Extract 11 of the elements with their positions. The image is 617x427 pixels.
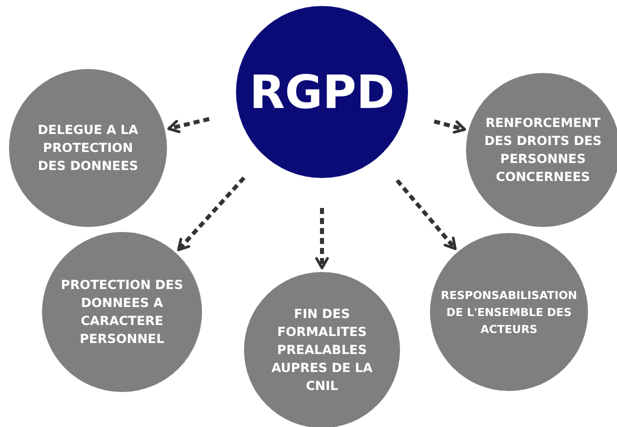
dashed-arrow <box>177 176 246 252</box>
dashed-arrow <box>315 208 329 270</box>
topic-text: PROTECTION DES DONNEES A CARACTERE PERSONNEL <box>60 276 184 348</box>
dashed-arrow <box>167 117 210 134</box>
dashed-arrow <box>434 120 466 134</box>
topic-text: RESPONSABILISATION DE L'ENSEMBLE DES ACTEURS <box>440 288 578 338</box>
dashed-arrow <box>396 179 457 250</box>
topic-text: DELEGUE A LA PROTECTION DES DONNEES <box>36 121 140 175</box>
topic-text: RENFORCEMENT DES DROITS DES PERSONNES CONCERNEES <box>483 114 603 186</box>
topic-text: FIN DES FORMALITES PREALABLES AUPRES DE LA CNIL <box>270 305 374 395</box>
title-text: RGPD <box>249 69 395 115</box>
